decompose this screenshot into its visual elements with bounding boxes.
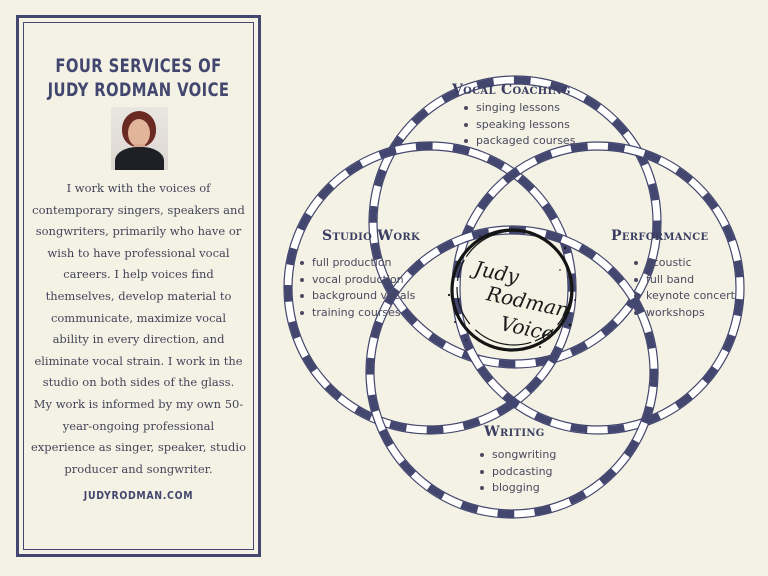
logo-splatter [447,235,576,348]
panel-title-line1: FOUR SERVICES OF [55,55,222,77]
list-item: full production [298,255,415,272]
bio-line: My work is informed by my own 50- [33,396,244,411]
portrait-photo [111,107,168,170]
bio-line: eliminate vocal strain. I work in the [34,353,243,368]
bio-line: communicate, maximize vocal [50,310,227,325]
list-item: training courses [298,305,415,322]
info-panel: FOUR SERVICES OF JUDY RODMAN VOICE I wor… [16,15,261,557]
performance-list: acoustic full band keynote concert works… [632,255,735,321]
website-link[interactable]: JUDYRODMAN.COM [83,489,194,502]
vocal-coaching-ring [368,75,662,369]
bio-line: studio on both sides of the glass. [42,375,235,390]
list-item: full band [632,272,735,289]
writing-title: Writing [484,424,545,440]
studio-work-list: full production vocal production backgro… [298,255,415,321]
list-item: keynote concert [632,288,735,305]
bio-line: I work with the voices of [66,181,211,195]
panel-title: FOUR SERVICES OF JUDY RODMAN VOICE [45,54,231,102]
bio-line: wish to have professional vocal [47,245,230,260]
performance-ring [451,141,745,435]
list-item: singing lessons [462,100,575,117]
bio-line: songwriters, primarily who have or [35,224,242,239]
panel-title-line2: JUDY RODMAN VOICE [47,79,230,101]
list-item: packaged courses [462,133,575,150]
list-item: vocal production [298,272,415,289]
center-logo: Judy Rodman Voice [447,228,576,352]
studio-work-title: Studio Work [322,228,420,244]
list-item: songwriting [478,447,556,464]
bio-line: careers. I help voices find [63,267,214,282]
list-item: workshops [632,305,735,322]
list-item: podcasting [478,464,556,481]
list-item: acoustic [632,255,735,272]
list-item: blogging [478,480,556,497]
logo-ring [450,228,574,352]
info-panel-inner-border [23,22,254,550]
logo-ring-inner [456,230,572,346]
vocal-coaching-list: singing lessons speaking lessons package… [462,100,575,150]
writing-list: songwriting podcasting blogging [478,447,556,497]
list-item: background vocals [298,288,415,305]
bio-line: themselves, develop material to [45,288,232,303]
bio-text: I work with the voices of contemporary s… [29,178,248,480]
vocal-coaching-title: Vocal Coaching [452,82,571,98]
bio-line: contemporary singers, speakers and [32,202,245,217]
bio-line: experience as singer, speaker, studio [31,440,246,455]
performance-title: Performance [611,228,709,244]
bio-line: ability in every direction, and [52,332,225,347]
list-item: speaking lessons [462,117,575,134]
bio-line: producer and songwriter. [64,461,213,476]
bio-line: year-ongoing professional [62,418,215,433]
